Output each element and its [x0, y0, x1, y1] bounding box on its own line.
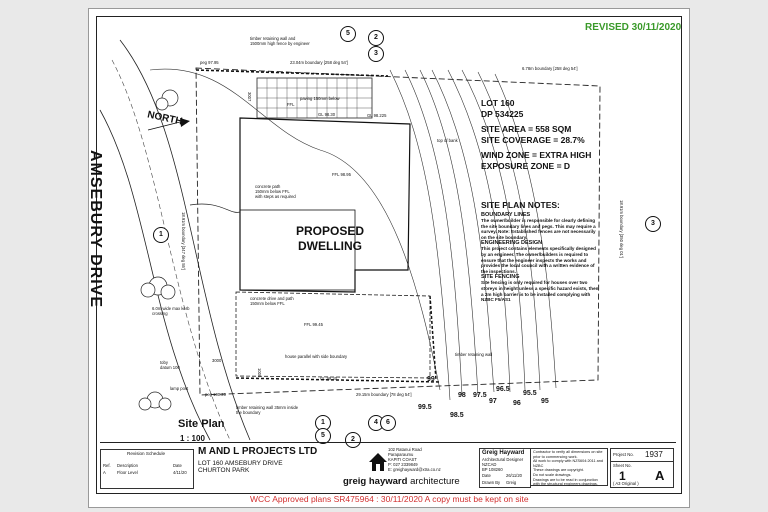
garage-outline [239, 209, 356, 291]
site-plan-title: Site Plan [178, 418, 225, 430]
concrete-path [189, 203, 241, 213]
trees [138, 89, 179, 411]
architect-brand: greig hayward architecture [343, 476, 460, 487]
dwelling-outline [239, 117, 411, 293]
contour-label: 95 [541, 398, 549, 405]
section-callout: 2 [368, 30, 384, 46]
label-top-of-bank: top of bank [437, 138, 458, 143]
paving-area [256, 77, 373, 119]
label-peg-100: peg 100.20 [205, 392, 226, 397]
site-plan-scale: 1 : 100 [180, 434, 205, 443]
contour-label: 98 [458, 392, 466, 399]
label-boundary-bottom: 29.15m boundary [78 deg 54'] [356, 392, 412, 397]
label-boundary-right: 18.91m boundary [350 deg 01'] [619, 200, 624, 258]
section-callout: 1 [153, 227, 169, 243]
contour-label: 97 [489, 398, 497, 405]
contour-label: 97.5 [473, 392, 487, 399]
label-boundary-top: 23.04m boundary [258 deg 54'] [290, 60, 348, 65]
section-callout: 3 [368, 46, 384, 62]
general-notes-box: Contractor to verify all dimensions on s… [530, 448, 608, 486]
road-name: AMSEBURY DRIVE [87, 150, 104, 309]
drawing-frame [96, 16, 682, 494]
label-ffl-main: FFL 98.95 [332, 172, 351, 177]
road-kerb-line [99, 109, 211, 441]
house-logo-icon [369, 453, 387, 471]
section-callout: 5 [315, 428, 331, 444]
contour-label: 99.5 [418, 404, 432, 411]
revised-stamp: REVISED 30/11/2020 [585, 22, 682, 33]
label-peg: peg 97.95 [200, 60, 219, 65]
contour-label: 96.5 [496, 386, 510, 393]
wcc-approval-stamp: WCC Approved plans SR475964 : 30/11/2020… [250, 494, 529, 504]
section-callout: 3 [645, 216, 661, 232]
road-edge-line [119, 39, 251, 441]
contour-label: 96 [513, 400, 521, 407]
label-lamp-post: lamp post [170, 386, 189, 391]
designer-box: Greig Hayward Architectural Designer NZC… [479, 448, 531, 488]
label-ffl-small: FFL [287, 102, 295, 107]
timber-retaining-wall-right [429, 295, 437, 381]
road-centre-line [111, 59, 231, 441]
sheet-number-box: Sheet No. 1 A ( A3 Original ) [610, 461, 674, 488]
timber-retaining-wall-bottom [235, 377, 441, 383]
project-number-box: Project No. 1937 [610, 448, 674, 462]
section-callout: 5 [340, 26, 356, 42]
label-gl-2: GL 98.225 [367, 113, 387, 118]
section-callout: 2 [345, 432, 361, 448]
north-arrow-icon [147, 118, 190, 131]
site-boundary [195, 67, 601, 396]
contour-label: 95.5 [523, 390, 537, 397]
contour-lines [149, 68, 557, 401]
company-name: M AND L PROJECTS LTD LOT 160 AMSEBURY DR… [198, 446, 318, 474]
title-block: Revision Schedule Ref. Description Date … [100, 442, 676, 489]
site-plan-notes: SITE PLAN NOTES: BOUNDARY LINES The owne… [481, 200, 599, 303]
timber-retaining-wall-top [195, 69, 389, 77]
label-dim-3007: 3007 [247, 92, 252, 102]
label-paving: paving 150mm below [300, 96, 340, 101]
label-gl-bottom: GL 99.30 [320, 376, 338, 381]
revision-schedule: Revision Schedule Ref. Description Date … [100, 449, 194, 489]
label-gl-1: GL 98.30 [318, 112, 336, 117]
contour-label: 98.5 [450, 412, 464, 419]
section-callout: 6 [380, 415, 396, 431]
driveway-outline [235, 291, 431, 379]
label-dim-3000: 3000 [212, 358, 222, 363]
label-side-boundary: house parallel with side boundary [285, 354, 348, 359]
label-dim-1000: 1000 [257, 368, 262, 378]
label-timber-wall-right: timber retaining wall [455, 352, 493, 357]
label-ffl-drive: FFL 99.45 [304, 322, 323, 327]
label-boundary-top-right: 6.78m boundary [258 deg 54'] [522, 66, 578, 71]
label-boundary-left: 18.91m boundary [347 deg 55'] [181, 212, 186, 270]
contour-label: 99 [427, 376, 435, 383]
